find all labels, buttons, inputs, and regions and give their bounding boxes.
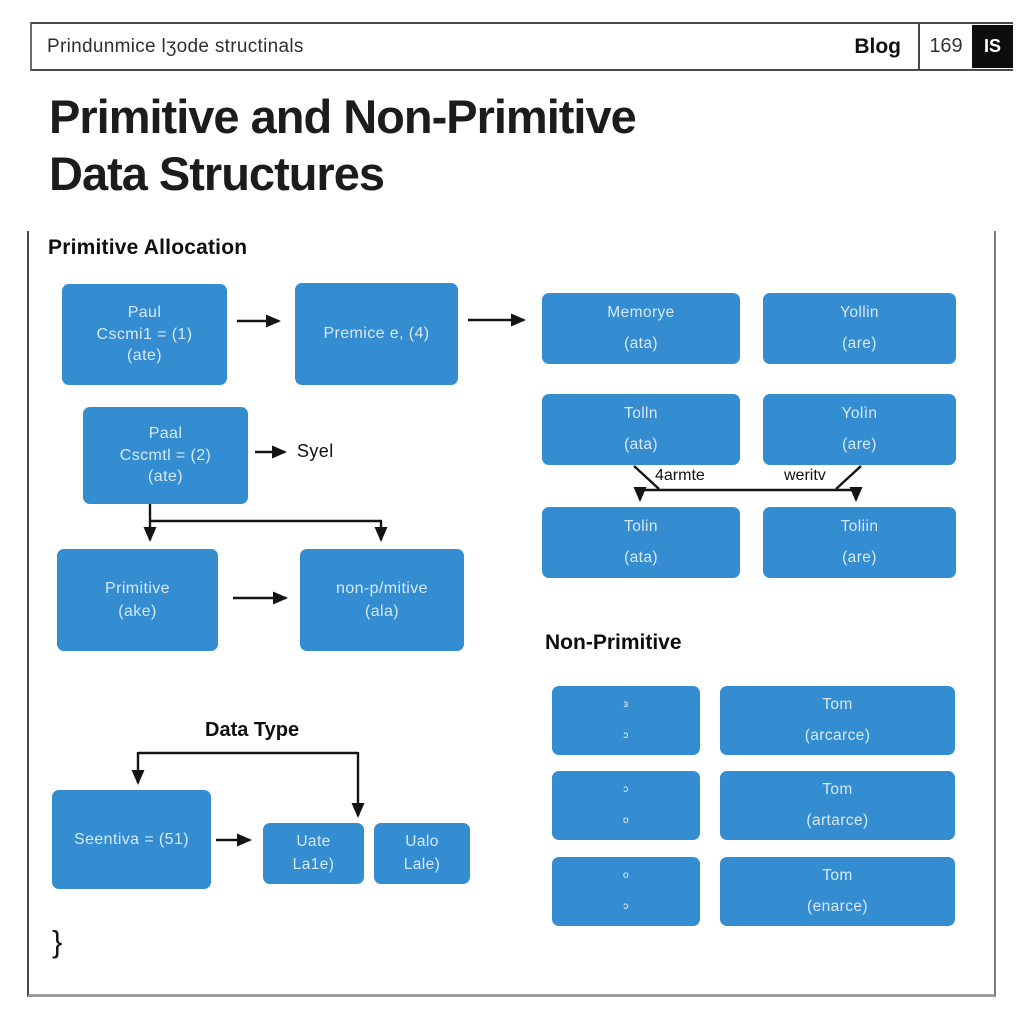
box-line: Yolìn (841, 404, 878, 422)
header-badge[interactable]: IS (972, 25, 1013, 68)
box-line: ɔ (623, 901, 629, 912)
box-line: o (623, 869, 629, 881)
page-title-line2: Data Structures (49, 147, 385, 200)
box-line: La1e) (292, 855, 335, 873)
box-np-row1-left: ɜ ɔ (552, 686, 700, 755)
box-line: Premice e, (4) (323, 325, 430, 343)
box-line: Paal (148, 425, 183, 443)
box-line: Seentiva = (51) (74, 830, 189, 848)
box-tolin-3: Tolin (ata) (542, 507, 740, 578)
armte-label: 4armte (655, 467, 705, 484)
page-title: Primitive and Non-Primitive Data Structu… (49, 88, 637, 202)
box-line: (ala) (364, 603, 399, 620)
box-line: Tom (822, 780, 853, 798)
non-primitive-heading: Non-Primitive (545, 631, 682, 654)
box-line: o (623, 815, 629, 826)
box-np-row1-right: Tom (arcarce) (720, 686, 955, 755)
box-np-row2-right: Tom (artarce) (720, 771, 955, 840)
primitive-allocation-heading: Primitive Allocation (48, 236, 248, 259)
box-line: Uate (296, 833, 331, 851)
box-line: (are) (842, 436, 877, 453)
diagram-frame (27, 231, 996, 997)
box-memorye: Memorye (ata) (542, 293, 740, 364)
box-toliin-3: Toliin (are) (763, 507, 956, 578)
box-line: Yollin (840, 303, 879, 321)
header-bar: Prindunmice lʒode structinals Blog 169 I… (30, 22, 1013, 71)
box-premice: Premice e, (4) (295, 283, 458, 385)
box-yolin-2: Yolìn (are) (763, 394, 956, 465)
box-line: (are) (842, 549, 877, 566)
box-primitive: Primitive (ake) (57, 549, 218, 651)
site-title: Prindunmice lʒode structinals (47, 35, 304, 57)
box-uala: Ualo Lale) (374, 823, 470, 884)
box-line: (ate) (127, 347, 162, 365)
box-paal: Paal Cscmtl = (2) (ate) (83, 407, 248, 504)
box-line: Tolin (624, 517, 658, 535)
box-line: ɔ (623, 730, 629, 741)
box-line: Toliin (840, 517, 879, 535)
page-title-line1: Primitive and Non-Primitive (49, 90, 637, 143)
box-seentiva: Seentiva = (51) (52, 790, 211, 889)
box-line: ɔ (623, 783, 629, 795)
box-line: Paul (127, 304, 162, 322)
box-line: (enarce) (807, 898, 868, 915)
box-line: Tom (822, 695, 853, 713)
box-line: Cscmi1 = (1) (96, 325, 193, 343)
box-line: (ake) (118, 603, 157, 620)
box-line: Primitive (105, 579, 170, 597)
box-paul: Paul Cscmi1 = (1) (ate) (62, 284, 227, 385)
box-line: ɜ (623, 698, 629, 710)
box-line: Lale) (403, 855, 441, 873)
box-line: (ata) (624, 335, 658, 352)
box-np-row2-left: ɔ o (552, 771, 700, 840)
box-np-row3-left: o ɔ (552, 857, 700, 926)
box-line: (artarce) (806, 812, 869, 829)
box-line: non-p/mitive (336, 579, 428, 597)
box-line: (ate) (148, 468, 183, 486)
box-uate: Uate La1e) (263, 823, 364, 884)
box-line: Ualo (405, 833, 439, 851)
box-line: (ata) (624, 549, 658, 566)
box-line: Tolln (624, 404, 658, 422)
box-tolln: Tolln (ata) (542, 394, 740, 465)
blog-link[interactable]: Blog (854, 34, 901, 58)
box-line: (ata) (624, 436, 658, 453)
data-type-heading: Data Type (205, 719, 300, 741)
syel-label: Syel (297, 441, 334, 461)
box-non-primitive: non-p/mitive (ala) (300, 549, 464, 651)
box-line: Memorye (607, 303, 675, 321)
box-np-row3-right: Tom (enarce) (720, 857, 955, 926)
box-line: (are) (842, 335, 877, 352)
closing-brace: } (52, 924, 63, 959)
box-line: (arcarce) (804, 727, 871, 744)
weritv-label: weritv (784, 467, 826, 484)
box-line: Cscmtl = (2) (119, 446, 212, 464)
header-count: 169 (918, 24, 972, 69)
box-line: Tom (822, 866, 853, 884)
box-yollin: Yollin (are) (763, 293, 956, 364)
